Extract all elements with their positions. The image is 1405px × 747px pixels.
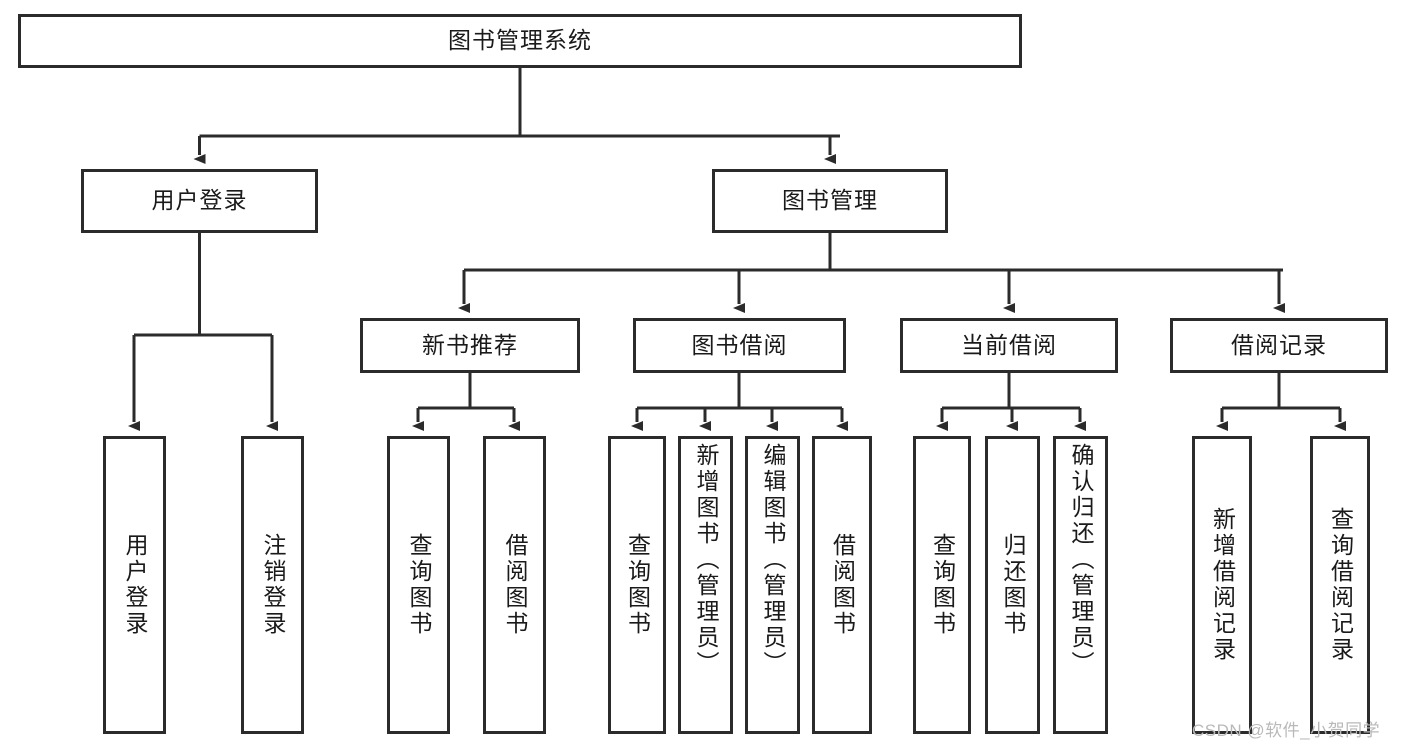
node-leaf-add-record-label: 新增借阅记录 <box>1209 507 1236 663</box>
node-leaf-query-book-label: 查询图书 <box>624 533 651 637</box>
node-borrow-record[interactable]: 借阅记录 <box>1170 318 1388 373</box>
node-leaf-query-book-cur[interactable]: 查询图书 <box>913 436 971 734</box>
node-new-book-rec-label: 新书推荐 <box>422 331 518 358</box>
node-leaf-logout[interactable]: 注销登录 <box>241 436 304 734</box>
node-leaf-add-book-label: 新增图书（管理员） <box>693 443 719 677</box>
node-leaf-edit-book[interactable]: 编辑图书（管理员） <box>745 436 800 734</box>
node-leaf-query-book-cur-label: 查询图书 <box>929 533 956 637</box>
node-leaf-borrow-book[interactable]: 借阅图书 <box>812 436 872 734</box>
node-current-borrow-label: 当前借阅 <box>961 331 1057 358</box>
node-book-borrow[interactable]: 图书借阅 <box>633 318 846 373</box>
watermark: CSDN @软件_小贺同学 <box>1192 721 1381 740</box>
node-leaf-query-book[interactable]: 查询图书 <box>608 436 666 734</box>
node-leaf-edit-book-label: 编辑图书（管理员） <box>760 443 786 677</box>
node-leaf-add-book[interactable]: 新增图书（管理员） <box>678 436 733 734</box>
node-leaf-query-book-rec-label: 查询图书 <box>406 533 432 637</box>
node-leaf-query-record[interactable]: 查询借阅记录 <box>1310 436 1370 734</box>
node-book-manage-label: 图书管理 <box>782 187 878 214</box>
node-leaf-confirm-return[interactable]: 确认归还（管理员） <box>1053 436 1108 734</box>
node-current-borrow[interactable]: 当前借阅 <box>900 318 1118 373</box>
node-leaf-user-login[interactable]: 用户登录 <box>103 436 166 734</box>
node-leaf-borrow-book-rec-label: 借阅图书 <box>502 533 528 637</box>
node-leaf-borrow-book-rec[interactable]: 借阅图书 <box>483 436 546 734</box>
node-leaf-confirm-return-label: 确认归还（管理员） <box>1068 443 1094 677</box>
node-leaf-return-book[interactable]: 归还图书 <box>985 436 1040 734</box>
node-book-manage[interactable]: 图书管理 <box>712 169 948 233</box>
node-new-book-rec[interactable]: 新书推荐 <box>360 318 580 373</box>
node-leaf-query-book-rec[interactable]: 查询图书 <box>387 436 450 734</box>
node-leaf-logout-label: 注销登录 <box>260 533 286 637</box>
node-leaf-add-record[interactable]: 新增借阅记录 <box>1192 436 1252 734</box>
node-leaf-user-login-label: 用户登录 <box>122 533 148 637</box>
node-leaf-return-book-label: 归还图书 <box>1000 533 1026 637</box>
node-root-label: 图书管理系统 <box>448 27 592 54</box>
node-leaf-borrow-book-label: 借阅图书 <box>829 533 856 637</box>
node-leaf-query-record-label: 查询借阅记录 <box>1327 507 1354 663</box>
node-book-borrow-label: 图书借阅 <box>691 331 788 358</box>
node-user-login[interactable]: 用户登录 <box>81 169 318 233</box>
node-user-login-label: 用户登录 <box>151 187 248 214</box>
node-borrow-record-label: 借阅记录 <box>1231 331 1327 358</box>
node-root[interactable]: 图书管理系统 <box>18 14 1022 68</box>
